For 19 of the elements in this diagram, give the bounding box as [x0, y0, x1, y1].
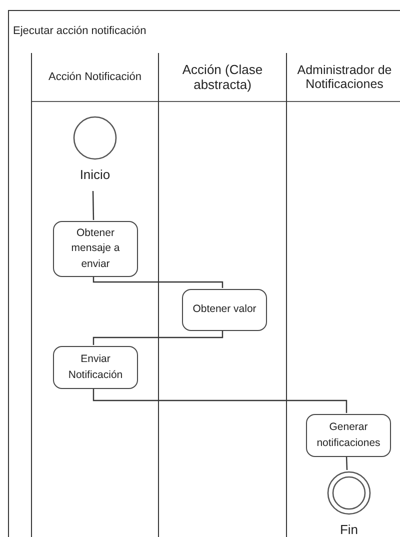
connector: [92, 276, 224, 288]
connector: [92, 190, 94, 220]
swimlane: [286, 53, 400, 537]
node-label: Fin: [340, 523, 358, 537]
connector: [346, 456, 348, 470]
action-box: Generar notificaciones: [306, 414, 391, 457]
action-box: Obtener mensaje a enviar: [53, 221, 138, 277]
swimlane: [158, 53, 286, 537]
connector: [92, 388, 348, 413]
swimlane: [31, 53, 158, 537]
pool-title: Ejecutar acción notificación: [13, 25, 146, 37]
pool-frame: [8, 10, 400, 537]
action-box: Obtener valor: [182, 289, 267, 331]
connector: [92, 330, 224, 345]
lane-header: Acción Notificación: [32, 53, 158, 102]
node-label: Inicio: [80, 168, 110, 182]
lane-header: Acción (Clase abstracta): [159, 53, 286, 102]
action-box: Enviar Notificación: [53, 346, 138, 389]
lane-header: Administrador de Notificaciones: [287, 53, 400, 102]
